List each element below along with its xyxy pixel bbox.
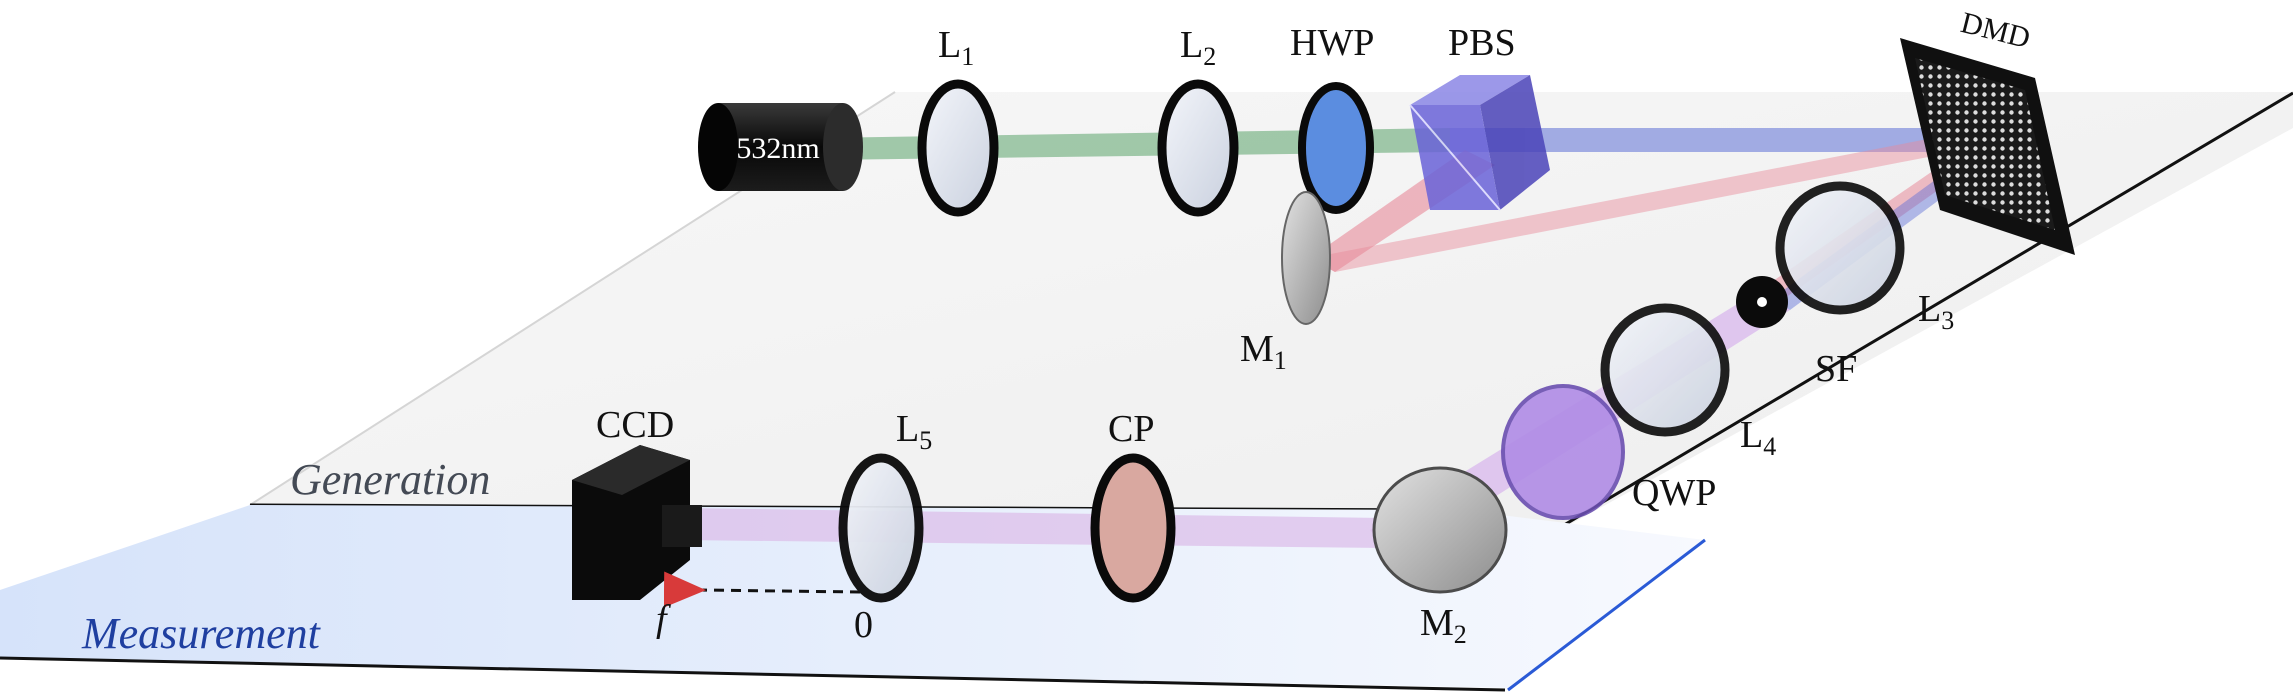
label-zero: 0: [854, 604, 873, 646]
lens-l2: [1157, 79, 1239, 217]
laser-label: 532nm: [736, 132, 819, 165]
mirror-m1: [1281, 191, 1331, 325]
measurement-plane-edge: [0, 656, 1506, 692]
quarter-wave-plate: [1501, 384, 1625, 520]
red-beam-m1-dmd: [1310, 128, 1990, 272]
label-sf: SF: [1815, 348, 1858, 390]
focal-distance-arrow: [663, 571, 861, 608]
label-cp: CP: [1108, 408, 1155, 450]
digital-micromirror-device: [1900, 38, 2075, 255]
measurement-plane-edge: [1507, 538, 1706, 692]
laser-source: 532nm: [698, 103, 863, 191]
generation-plane: [250, 92, 2293, 560]
mirror-m2: [1372, 466, 1508, 594]
ccd-camera: [572, 445, 702, 600]
label-l1: L1: [938, 24, 975, 71]
label-m1: M1: [1240, 328, 1287, 375]
label-measurement: Measurement: [82, 609, 320, 658]
label-l5: L5: [896, 408, 933, 455]
label-pbs: PBS: [1448, 22, 1516, 64]
label-l2: L2: [1180, 24, 1217, 71]
label-ccd: CCD: [596, 404, 675, 446]
label-m2: M2: [1420, 602, 1467, 649]
lens-l5: [838, 453, 924, 603]
label-l4: L4: [1740, 414, 1777, 461]
lens-l1: [917, 79, 999, 217]
label-f: f: [656, 598, 667, 640]
lens-l4: [1600, 303, 1730, 437]
label-l3: L3: [1918, 288, 1955, 335]
polarizing-beam-splitter: [1409, 75, 1550, 211]
measurement-plane: [0, 505, 1705, 688]
generation-plane-edge: [1504, 91, 2293, 562]
label-generation: Generation: [290, 455, 491, 504]
blue-beam: [1450, 128, 1990, 152]
half-wave-plate: [1298, 82, 1374, 214]
lens-l3: [1775, 181, 1905, 315]
label-qwp: QWP: [1632, 472, 1717, 514]
spatial-filter: [1736, 276, 1788, 328]
compensating-plate: [1090, 453, 1176, 603]
label-hwp: HWP: [1290, 22, 1375, 64]
